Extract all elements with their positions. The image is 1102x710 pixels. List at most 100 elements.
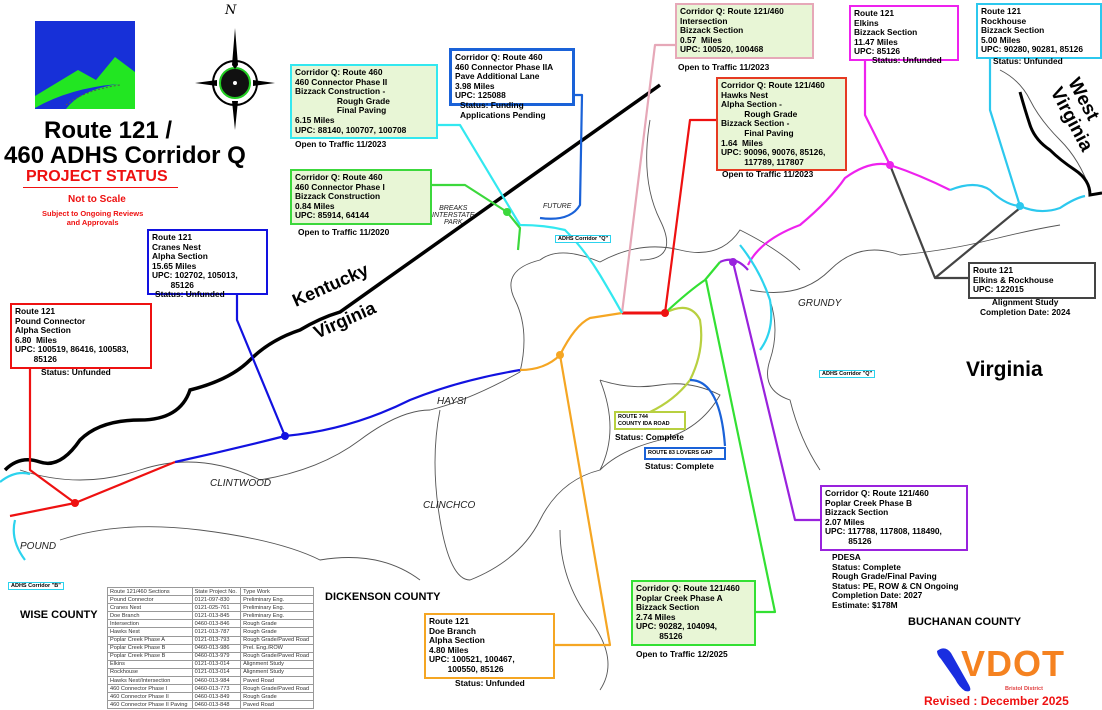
caption-rockhouse: Status: Unfunded — [993, 56, 1063, 66]
table-header: Type Work — [240, 586, 314, 597]
wise-county-label: WISE COUNTY — [20, 609, 98, 621]
callout-elkins[interactable]: Route 121 Elkins Bizzack Section 11.47 M… — [849, 5, 959, 61]
table-cell: Cranes Nest — [107, 603, 193, 613]
title-line1: Route 121 / — [44, 117, 173, 144]
table-cell: Paved Road — [240, 700, 314, 710]
table-cell: 0121-013-014 — [191, 667, 242, 678]
table-cell: Rough Grade/Paved Road — [240, 635, 314, 645]
callout-phase1[interactable]: Corridor Q: Route 460 460 Connector Phas… — [290, 169, 432, 225]
local-roads — [19, 69, 1091, 691]
table-cell: 0460-013-846 — [191, 619, 242, 629]
table-cell: 460 Connector Phase II — [107, 692, 193, 702]
table-cell: Poplar Creek Phase B — [107, 651, 193, 661]
table-cell: 0460-013-986 — [191, 643, 242, 653]
callout-pound-connector[interactable]: Route 121 Pound Connector Alpha Section … — [10, 303, 152, 369]
pound-label: POUND — [20, 541, 57, 552]
callout-intersection[interactable]: Corridor Q: Route 121/460 Intersection B… — [675, 3, 814, 59]
caption-cranes-nest: Status: Unfunded — [155, 289, 225, 299]
table-cell: 0121-013-793 — [191, 635, 242, 645]
callout-cranes-nest[interactable]: Route 121 Cranes Nest Alpha Section 15.6… — [147, 229, 268, 295]
project-routes — [0, 43, 1086, 647]
review-note: Subject to Ongoing Reviews and Approvals — [42, 209, 144, 227]
table-cell: 0121-013-845 — [191, 611, 242, 621]
table-cell: 0460-013-849 — [191, 692, 242, 702]
table-cell: Rough Grade/Paved Road — [240, 684, 314, 694]
compass-north-label: N — [225, 3, 237, 18]
table-cell: 0121-097-830 — [191, 595, 242, 605]
table-cell: Preliminary Eng. — [240, 595, 314, 605]
clinchco-label: CLINCHCO — [423, 500, 476, 511]
table-cell: Alignment Study — [240, 659, 314, 669]
callout-phase2a[interactable]: Corridor Q: Route 460 460 Connector Phas… — [449, 48, 575, 106]
corridor-logo — [35, 21, 135, 109]
wv-state-line — [1018, 91, 1102, 197]
table-header: Route 121/460 Sections — [107, 586, 193, 597]
table-cell: 460 Connector Phase I — [107, 684, 193, 694]
clintwood-label: CLINTWOOD — [210, 478, 272, 489]
project-sections-table: Route 121/460 Sections State Project No.… — [107, 586, 314, 710]
table-cell: Rough Grade — [240, 619, 314, 629]
table-cell: Prel. Eng./ROW — [240, 643, 314, 653]
future-label: FUTURE — [543, 203, 572, 210]
vdot-logo-text: VDOT — [961, 643, 1066, 684]
callout-route-83[interactable]: ROUTE 83 LOVERS GAP — [644, 447, 726, 460]
callout-route-744[interactable]: ROUTE 744 COUNTY IDA ROAD — [614, 411, 686, 430]
callout-elkins-rockhouse[interactable]: Route 121 Elkins & Rockhouse UPC: 122015 — [968, 262, 1096, 299]
caption-phase2a: Status: Funding Applications Pending — [460, 100, 546, 120]
caption-pound-connector: Status: Unfunded — [41, 367, 111, 377]
vdot-logo: VDOT — [935, 643, 1100, 695]
table-cell: 0460-013-979 — [191, 651, 242, 661]
callout-doe-branch[interactable]: Route 121 Doe Branch Alpha Section 4.80 … — [424, 613, 555, 679]
project-status-heading: PROJECT STATUS — [23, 168, 178, 188]
table-cell: Rough Grade — [240, 692, 314, 702]
title-line2: 460 ADHS Corridor Q — [4, 142, 246, 169]
district-label: Bristol District — [1005, 686, 1043, 692]
table-header-row: Route 121/460 Sections State Project No.… — [107, 586, 314, 597]
vdot-swoosh-icon — [937, 648, 971, 692]
caption-route-744: Status: Complete — [615, 432, 684, 442]
table-cell: Intersection — [107, 619, 193, 629]
table-cell: 460 Connector Phase II Paving — [107, 700, 193, 710]
caption-phase2: Open to Traffic 11/2023 — [295, 139, 387, 149]
callout-hawks-nest[interactable]: Corridor Q: Route 121/460 Hawks Nest Alp… — [716, 77, 847, 172]
callout-poplar-creek-a[interactable]: Corridor Q: Route 121/460 Poplar Creek P… — [631, 580, 756, 646]
adhs-corridor-b-label: ADHS Corridor "B" — [8, 582, 64, 590]
virginia-label: Virginia — [966, 358, 1043, 381]
callout-phase2[interactable]: Corridor Q: Route 460 460 Connector Phas… — [290, 64, 438, 140]
adhs-corridor-q-label: ADHS Corridor "Q" — [819, 370, 876, 378]
table-cell: 0121-013-787 — [191, 627, 242, 637]
table-cell: Hawks Nest — [107, 627, 193, 637]
not-to-scale: Not to Scale — [68, 194, 126, 205]
table-cell: Preliminary Eng. — [240, 611, 314, 621]
table-cell: Preliminary Eng. — [240, 603, 314, 613]
table-cell: Paved Road — [240, 676, 314, 686]
dickenson-county-label: DICKENSON COUNTY — [325, 591, 441, 603]
table-cell: 0460-013-848 — [191, 700, 242, 710]
callout-rockhouse[interactable]: Route 121 Rockhouse Bizzack Section 5.00… — [976, 3, 1102, 59]
caption-elkins-rockhouse: Alignment Study Completion Date: 2024 — [980, 297, 1071, 317]
table-cell: 0460-013-984 — [191, 676, 242, 686]
caption-hawks-nest: Open to Traffic 11/2023 — [722, 169, 814, 179]
callout-poplar-creek-b[interactable]: Corridor Q: Route 121/460 Poplar Creek P… — [820, 485, 968, 551]
table-cell: Rockhouse — [107, 667, 193, 678]
table-cell: Rough Grade — [240, 627, 314, 637]
caption-elkins: Status: Unfunded — [872, 55, 942, 65]
table-cell: Rough Grade/Paved Road — [240, 651, 314, 661]
table-header: State Project No. — [191, 586, 242, 597]
grundy-label: GRUNDY — [798, 298, 842, 309]
table-cell: Pound Connector — [107, 595, 193, 605]
caption-intersection: Open to Traffic 11/2023 — [678, 62, 770, 72]
